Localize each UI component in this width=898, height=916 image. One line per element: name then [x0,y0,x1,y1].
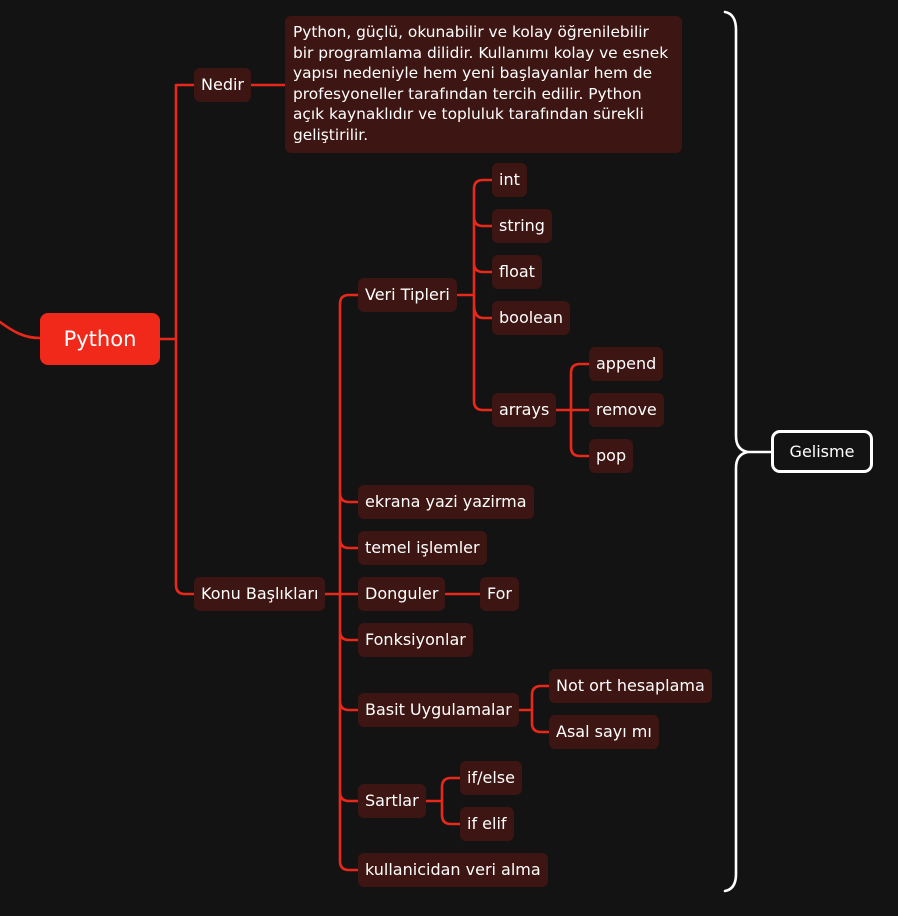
node-temel-islemler[interactable]: temel işlemler [358,531,487,565]
node-not-ort-hesaplama[interactable]: Not ort hesaplama [549,669,712,703]
node-if-else[interactable]: if/else [460,761,522,795]
node-asal-sayi-mi[interactable]: Asal sayı mı [549,715,659,749]
node-sartlar[interactable]: Sartlar [358,784,426,818]
node-nedir-description[interactable]: Python, güçlü, okunabilir ve kolay öğren… [285,16,682,153]
summary-node-gelisme[interactable]: Gelisme [771,430,873,473]
node-fonksiyonlar[interactable]: Fonksiyonlar [358,623,473,657]
basit-connector [514,684,551,734]
node-string[interactable]: string [492,209,552,243]
node-append[interactable]: append [589,347,664,381]
node-pop[interactable]: pop [589,439,634,473]
sartlar-connector [424,776,462,826]
node-veri-tipleri[interactable]: Veri Tipleri [358,278,457,312]
node-int[interactable]: int [492,163,527,197]
node-remove[interactable]: remove [589,393,664,427]
arrays-connector [554,362,591,458]
node-boolean[interactable]: boolean [492,301,570,335]
root-node-python[interactable]: Python [40,313,160,365]
summary-bracket [723,10,749,893]
node-donguler[interactable]: Donguler [358,577,446,611]
node-ekrana-yazi-yazirma[interactable]: ekrana yazi yazirma [358,485,534,519]
node-konu-basliklari[interactable]: Konu Başlıkları [194,577,326,611]
node-if-elif[interactable]: if elif [460,807,514,841]
node-float[interactable]: float [492,255,542,289]
root-incoming-connector [0,320,42,340]
node-kullanicidan-veri-alma[interactable]: kullanicidan veri alma [358,853,548,887]
konu-branch-connector [322,293,360,872]
veri-tipleri-connector [456,178,494,412]
root-branch-connector [158,83,196,596]
node-nedir[interactable]: Nedir [194,68,251,102]
node-basit-uygulamalar[interactable]: Basit Uygulamalar [358,693,519,727]
node-for[interactable]: For [480,577,519,611]
node-arrays[interactable]: arrays [492,393,557,427]
